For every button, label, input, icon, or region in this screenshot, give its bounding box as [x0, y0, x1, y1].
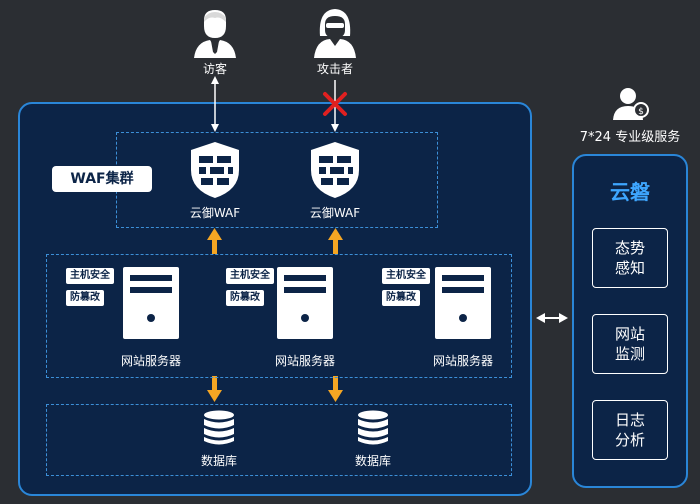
svg-text:$: $: [638, 107, 644, 117]
web-server-label: 网站服务器: [274, 354, 335, 368]
web-server: 主机安全 防篡改 网站服务器: [222, 262, 358, 374]
visitor: 访客: [190, 6, 240, 76]
server-icon: [435, 267, 491, 339]
waf-cluster-label: WAF集群: [52, 166, 152, 192]
anti-tamper-tag: 防篡改: [66, 290, 104, 306]
visitor-label: 访客: [202, 62, 227, 76]
attacker: 攻击者: [310, 6, 360, 76]
waf-node: 云御WAF: [298, 140, 372, 224]
situation-awareness-box: 态势 感知: [592, 228, 668, 288]
attacker-icon: [314, 9, 356, 58]
support-service: $ 7*24 专业级服务: [566, 86, 694, 146]
anti-tamper-tag: 防篡改: [226, 290, 264, 306]
host-security-tag: 主机安全: [226, 268, 274, 284]
database-label: 数据库: [200, 454, 237, 468]
waf-node-label: 云御WAF: [189, 206, 241, 220]
attacker-label: 攻击者: [316, 62, 353, 76]
side-panel-title: 云磐: [610, 180, 650, 204]
support-agent-icon: $: [613, 88, 649, 120]
database: 数据库: [184, 410, 254, 470]
server-icon: [277, 267, 333, 339]
side-panel: [572, 154, 688, 488]
site-monitoring-box: 网站 监测: [592, 314, 668, 374]
main-side-link-arrow: [536, 313, 568, 323]
database-icon: [358, 410, 388, 445]
web-server: 主机安全 防篡改 网站服务器: [62, 262, 198, 374]
server-icon: [123, 267, 179, 339]
host-security-tag: 主机安全: [382, 268, 430, 284]
anti-tamper-tag: 防篡改: [382, 290, 420, 306]
waf-node: 云御WAF: [178, 140, 252, 224]
visitor-icon: [194, 10, 236, 58]
database-box: [46, 404, 512, 476]
firewall-shield-icon: [191, 142, 239, 198]
waf-cluster-box: [116, 132, 438, 228]
database: 数据库: [338, 410, 408, 470]
server-cluster-box: [46, 254, 512, 378]
web-server: 主机安全 防篡改 网站服务器: [378, 262, 514, 374]
database-icon: [204, 410, 234, 445]
database-label: 数据库: [354, 454, 391, 468]
firewall-shield-icon: [311, 142, 359, 198]
web-server-label: 网站服务器: [432, 354, 493, 368]
service-label: 7*24 专业级服务: [579, 130, 681, 145]
waf-node-label: 云御WAF: [309, 206, 361, 220]
log-analysis-box: 日志 分析: [592, 400, 668, 460]
host-security-tag: 主机安全: [66, 268, 114, 284]
web-server-label: 网站服务器: [120, 354, 181, 368]
